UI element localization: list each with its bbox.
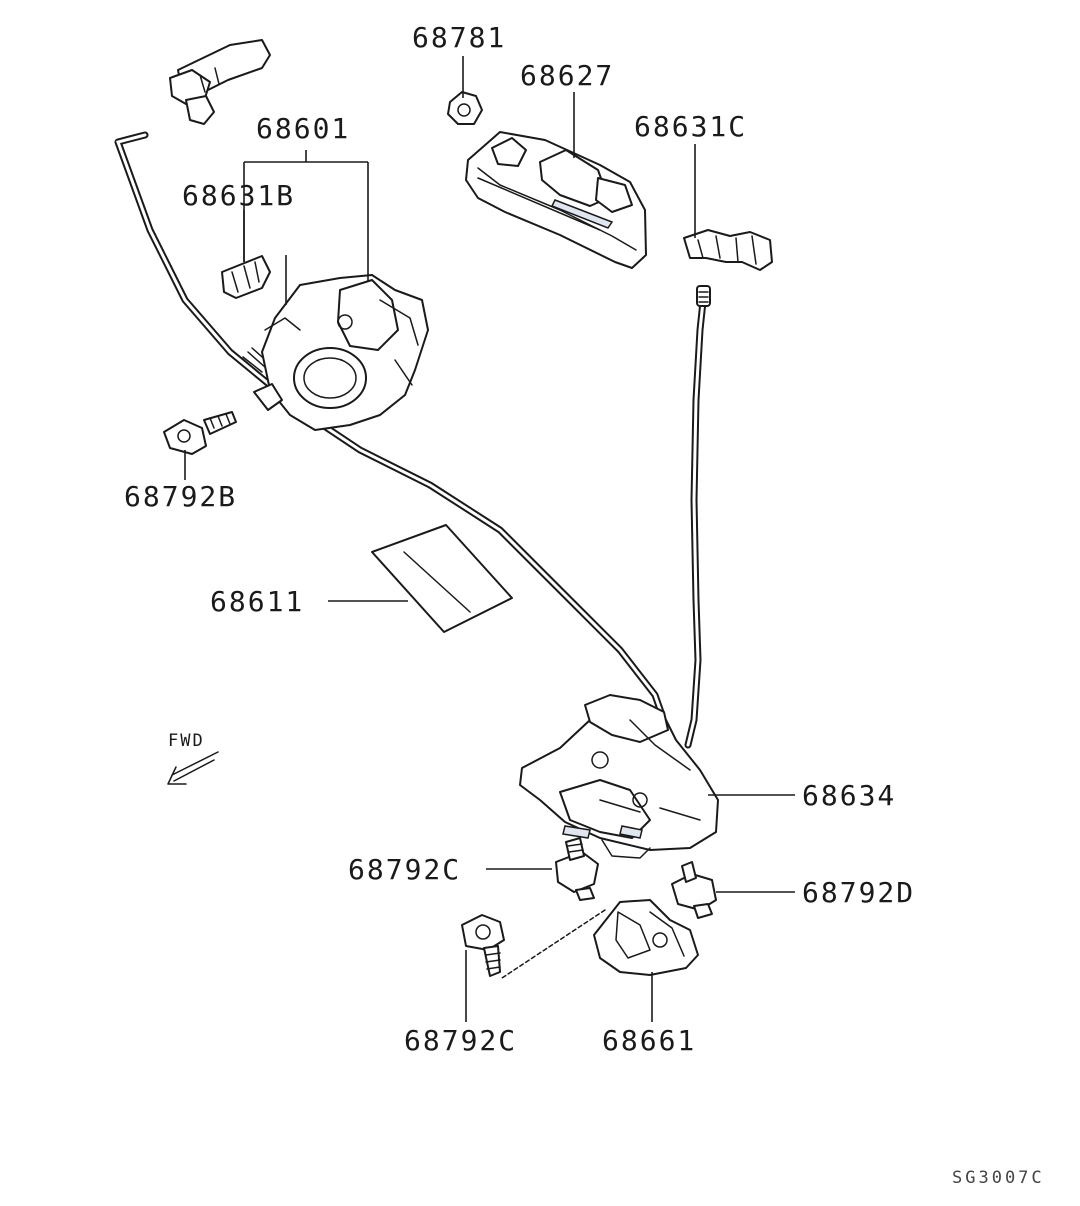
label-68627: 68627 [520,59,614,92]
outside-handle-rod [684,285,711,749]
label-68611: 68611 [210,585,304,618]
part-68781-clip [447,91,483,125]
part-68634-door-latch [519,694,719,859]
label-68792C-lower: 68792C [404,1024,517,1057]
part-68792D-screw [671,861,717,919]
label-68661: 68661 [602,1024,696,1057]
part-68611-sealing-cover [371,524,513,633]
part-68601-door-lock-actuator [253,274,429,431]
label-68631B: 68631B [182,179,295,212]
label-68792D: 68792D [802,876,915,909]
part-68631B-rod-holder [221,255,271,299]
label-68781: 68781 [412,21,506,54]
label-68792B: 68792B [124,480,237,513]
rod-connector-top-left [169,39,271,125]
label-68792C-upper: 68792C [348,853,461,886]
label-68634: 68634 [802,779,896,812]
part-68792B-screw [163,411,237,455]
drawing-code: SG3007C [952,1168,1045,1188]
label-68631C: 68631C [634,110,747,143]
part-68627-outside-handle [465,131,647,269]
part-68792C-upper-screw [555,837,599,901]
label-fwd: FWD [168,731,205,751]
leader-lines [184,56,795,1022]
label-68601: 68601 [256,112,350,145]
part-68792C-lower-screw [461,914,505,977]
forward-direction-arrow [167,751,219,785]
part-68631C-rod-holder [683,229,773,271]
inside-handle-rod [114,131,666,719]
install-guide-line [501,909,606,979]
part-68661-striker [593,899,699,976]
